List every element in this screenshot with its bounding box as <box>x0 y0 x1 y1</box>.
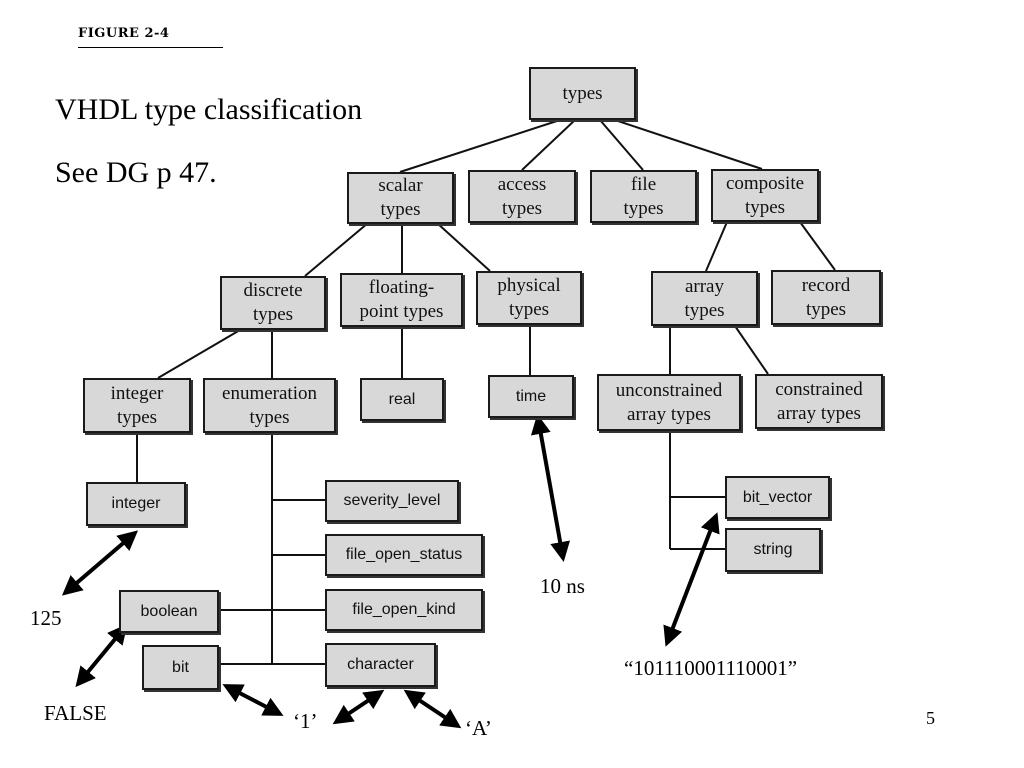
node-time: time <box>488 375 574 418</box>
arrow-character-a <box>403 689 462 729</box>
edge-types-file <box>599 119 644 171</box>
annotation-false: FALSE <box>44 701 107 725</box>
arrow-bitvector-string <box>663 512 720 647</box>
page-number: 5 <box>926 708 935 728</box>
node-record-types: record types <box>771 270 881 325</box>
edge-types-scalar <box>399 119 561 173</box>
node-composite-types: composite types <box>711 169 819 222</box>
node-floating-point-types: floating- point types <box>340 273 463 327</box>
edge-scalar-discrete <box>304 222 369 277</box>
node-constrained-array-types: constrained array types <box>755 374 883 429</box>
node-file-open-status: file_open_status <box>325 534 483 576</box>
arrow-boolean-false <box>75 623 128 688</box>
slide-subtitle: See DG p 47. <box>55 156 217 189</box>
node-character: character <box>325 643 436 687</box>
node-integer-types: integer types <box>83 378 191 433</box>
node-boolean: boolean <box>119 590 219 633</box>
edge-scalar-physical <box>436 222 491 272</box>
edge-types-composite <box>614 119 763 170</box>
node-bit-vector: bit_vector <box>725 476 830 519</box>
edge-types-access <box>521 119 576 171</box>
arrow-time-10ns <box>530 414 571 562</box>
node-physical-types: physical types <box>476 271 582 325</box>
annotation-10ns: 10 ns <box>540 574 585 598</box>
figure-label-rule <box>78 47 223 48</box>
edge-discrete-integer <box>157 329 241 379</box>
annotation-125: 125 <box>30 606 62 630</box>
node-access-types: access types <box>468 170 576 223</box>
annotation-one: ‘1’ <box>293 709 318 733</box>
node-real: real <box>360 378 444 421</box>
node-file-open-kind: file_open_kind <box>325 589 483 631</box>
node-integer: integer <box>86 482 186 526</box>
arrow-integer-125 <box>61 530 139 596</box>
node-discrete-types: discrete types <box>220 276 326 330</box>
edge-array-constrained <box>734 325 769 375</box>
annotation-a: ‘A’ <box>465 716 492 740</box>
slide-title: VHDL type classification <box>55 93 363 126</box>
node-types: types <box>529 67 636 120</box>
edge-composite-array <box>705 221 728 272</box>
node-string: string <box>725 528 821 572</box>
node-array-types: array types <box>651 271 758 326</box>
node-unconstrained-array-types: unconstrained array types <box>597 374 741 431</box>
arrow-bit-one <box>222 684 284 716</box>
annotation-bitstring: “101110001110001” <box>624 656 798 680</box>
node-bit: bit <box>142 645 219 690</box>
figure-label: FIGURE 2-4 <box>78 26 170 41</box>
edge-composite-record <box>799 221 836 271</box>
arrow-character-one <box>332 689 385 725</box>
node-severity-level: severity_level <box>325 480 459 522</box>
node-file-types: file types <box>590 170 697 223</box>
node-enumeration-types: enumeration types <box>203 378 336 433</box>
node-scalar-types: scalar types <box>347 172 454 224</box>
